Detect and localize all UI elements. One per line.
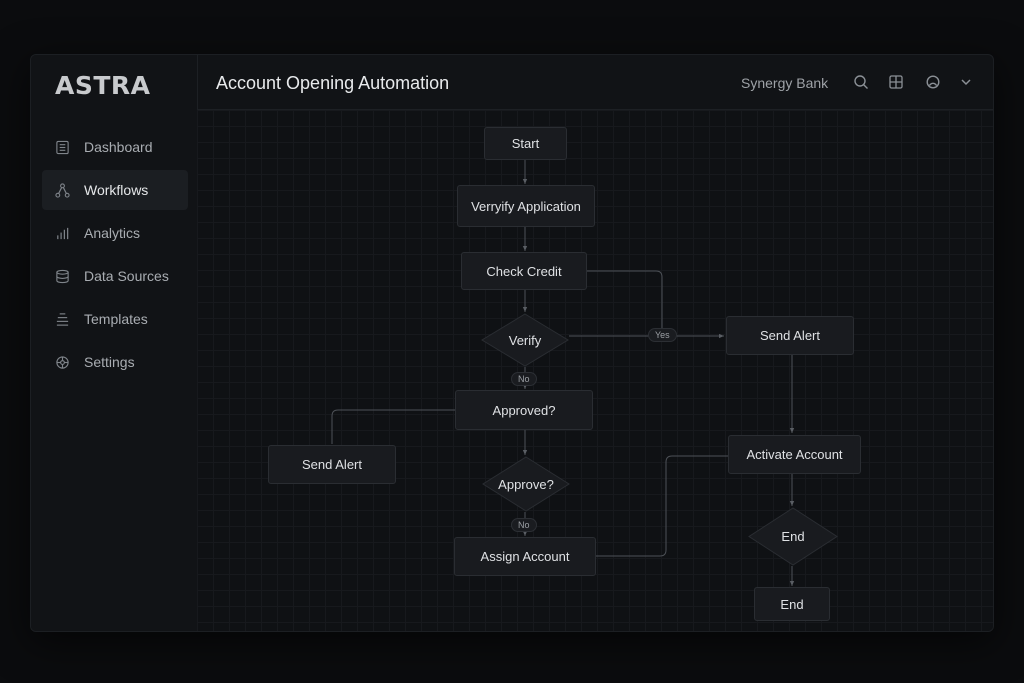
sidebar: ASTRA Dashboard Workflows Analytics — [31, 55, 198, 631]
sidebar-item-templates[interactable]: Templates — [42, 299, 188, 339]
node-activate-account[interactable]: Activate Account — [728, 435, 861, 474]
search-icon[interactable] — [853, 74, 869, 90]
node-send-alert-right[interactable]: Send Alert — [726, 316, 854, 355]
node-send-alert-left[interactable]: Send Alert — [268, 445, 396, 484]
template-icon — [54, 311, 70, 327]
diamond-shape — [482, 456, 570, 512]
sidebar-item-label: Workflows — [84, 182, 149, 198]
diamond-shape — [748, 507, 838, 566]
workflow-canvas[interactable] — [197, 110, 993, 631]
grid-icon[interactable] — [888, 74, 904, 90]
database-icon — [54, 268, 70, 284]
sidebar-item-data-sources[interactable]: Data Sources — [42, 256, 188, 296]
edge-label-no: No — [511, 372, 537, 386]
node-end-decision[interactable]: End — [748, 507, 838, 566]
user-icon[interactable] — [925, 74, 941, 90]
node-approve-decision[interactable]: Approve? — [482, 456, 570, 512]
logo: ASTRA — [55, 71, 151, 100]
workflow-icon — [54, 182, 70, 198]
node-verify-decision[interactable]: Verify — [481, 313, 569, 367]
sidebar-item-label: Analytics — [84, 225, 141, 241]
decision-label: End — [781, 529, 805, 544]
node-approved[interactable]: Approved? — [455, 390, 593, 430]
list-icon — [54, 139, 70, 155]
node-end[interactable]: End — [754, 587, 830, 621]
edge-label-no: No — [511, 518, 537, 532]
node-assign-account[interactable]: Assign Account — [454, 537, 596, 576]
chevron-down-icon[interactable] — [958, 74, 971, 90]
sidebar-nav: Dashboard Workflows Analytics Data Sourc… — [42, 127, 188, 385]
sidebar-item-label: Settings — [84, 354, 135, 370]
sidebar-item-settings[interactable]: Settings — [42, 342, 188, 382]
page-header: Account Opening Automation Synergy Bank — [197, 55, 993, 110]
diamond-shape — [481, 313, 569, 367]
sidebar-item-label: Data Sources — [84, 268, 169, 284]
node-start[interactable]: Start — [484, 127, 567, 160]
node-check-credit[interactable]: Check Credit — [461, 252, 587, 290]
edge-label-yes: Yes — [648, 328, 677, 342]
org-name: Synergy Bank — [741, 75, 829, 91]
sidebar-item-analytics[interactable]: Analytics — [42, 213, 188, 253]
sidebar-item-label: Templates — [84, 311, 148, 327]
sidebar-item-dashboard[interactable]: Dashboard — [42, 127, 188, 167]
sidebar-item-label: Dashboard — [84, 139, 153, 155]
sidebar-item-workflows[interactable]: Workflows — [42, 170, 188, 210]
node-verify-application[interactable]: Verryify Application — [457, 185, 595, 227]
decision-label: Approve? — [498, 476, 554, 492]
gear-icon — [54, 354, 70, 370]
decision-label: Verify — [508, 332, 542, 348]
bar-chart-icon — [54, 225, 70, 241]
page-title: Account Opening Automation — [216, 73, 450, 93]
